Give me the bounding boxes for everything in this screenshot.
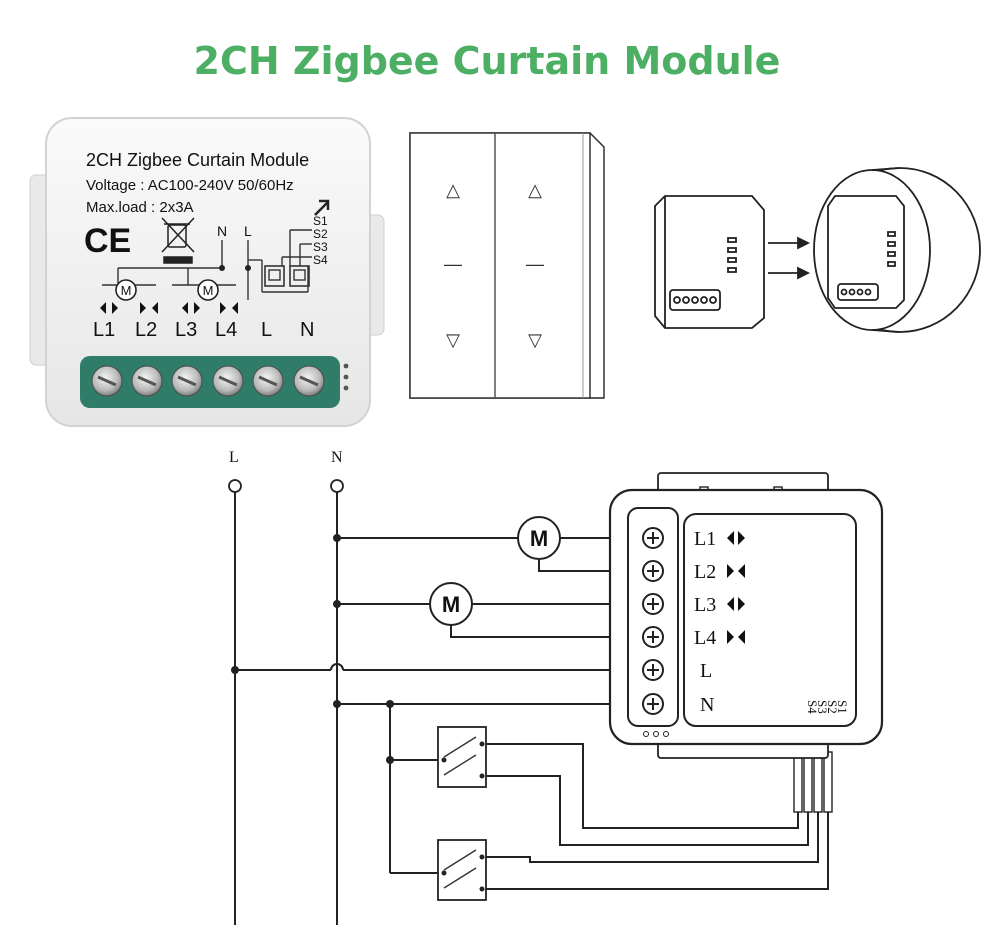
switch-down-arrow-left: ▽ — [446, 330, 460, 350]
switch-wire-bundle — [793, 751, 833, 813]
direction-arrows-icon — [727, 531, 745, 644]
motor-1: M — [517, 516, 561, 560]
arrow-icon — [314, 199, 330, 216]
module-s-labels: S1 S2 S3 S4 — [805, 700, 850, 714]
mains-label-n: N — [331, 449, 343, 466]
motor-1-label: M — [530, 526, 548, 551]
terminal-screws — [91, 365, 325, 397]
switch-up-arrow-left: △ — [446, 180, 460, 200]
direction-arrows-icon — [100, 302, 238, 314]
module-max-load: Max.load : 2x3A — [86, 199, 194, 216]
weee-bin-icon — [161, 217, 195, 264]
terminal-label-l4: L4 — [694, 627, 716, 649]
module-s4-label: S4 — [313, 253, 328, 267]
s2-label: S2 — [825, 700, 840, 714]
s1-label: S1 — [835, 700, 850, 714]
svg-text:M: M — [203, 283, 214, 298]
module-top-label-n: N — [217, 223, 227, 239]
module-terminal-label-l4: L4 — [215, 319, 237, 341]
module-top-label-l: L — [244, 223, 252, 239]
terminal-label-l: L — [700, 660, 712, 682]
module-s3-label: S3 — [313, 240, 328, 254]
mains-terminal-l — [228, 479, 242, 493]
switch-down-arrow-right: ▽ — [528, 330, 542, 350]
module-terminal-label-l1: L1 — [93, 319, 115, 341]
push-switch-2 — [437, 839, 487, 901]
module-terminal-label-l3: L3 — [175, 319, 197, 341]
s4-label: S4 — [805, 700, 820, 714]
module-printed-schematic — [102, 229, 312, 300]
motor-icon: M — [115, 279, 137, 301]
module-terminal-label-l2: L2 — [135, 319, 157, 341]
module-name: 2CH Zigbee Curtain Module — [86, 150, 309, 170]
module-s2-label: S2 — [313, 227, 328, 241]
page-title: 2CH Zigbee Curtain Module — [194, 39, 781, 83]
mains-terminal-n — [330, 479, 344, 493]
motor-2: M — [429, 582, 473, 626]
terminal-label-l1: L1 — [694, 528, 716, 550]
motor-icon: M — [197, 279, 219, 301]
mains-label-l: L — [229, 449, 239, 466]
module-s1-label: S1 — [313, 214, 328, 228]
terminal-label-n: N — [700, 694, 714, 716]
switch-stop-left: — — [444, 254, 462, 274]
push-switch-1 — [437, 726, 487, 788]
motor-2-label: M — [442, 592, 460, 617]
wiring-diagram: L N M — [228, 449, 884, 925]
module-voltage: Voltage : AC100-240V 50/60Hz — [86, 177, 294, 194]
switch-up-arrow-right: △ — [528, 180, 542, 200]
module-photo: 2CH Zigbee Curtain Module Voltage : AC10… — [29, 117, 385, 427]
wall-switch: △ — ▽ △ — ▽ — [409, 132, 605, 399]
switch-stop-right: — — [526, 254, 544, 274]
ce-mark-icon: CE — [84, 222, 131, 260]
svg-text:M: M — [121, 283, 132, 298]
terminal-label-l3: L3 — [694, 594, 716, 616]
terminal-label-l2: L2 — [694, 561, 716, 583]
install-illustration — [654, 167, 981, 333]
module-terminal-label-l: L — [261, 319, 272, 341]
module-terminal-label-n: N — [300, 319, 314, 341]
s3-label: S3 — [815, 700, 830, 714]
wiring-module: L1 L2 L3 L4 L N S1 S2 S3 S4 — [608, 472, 884, 759]
